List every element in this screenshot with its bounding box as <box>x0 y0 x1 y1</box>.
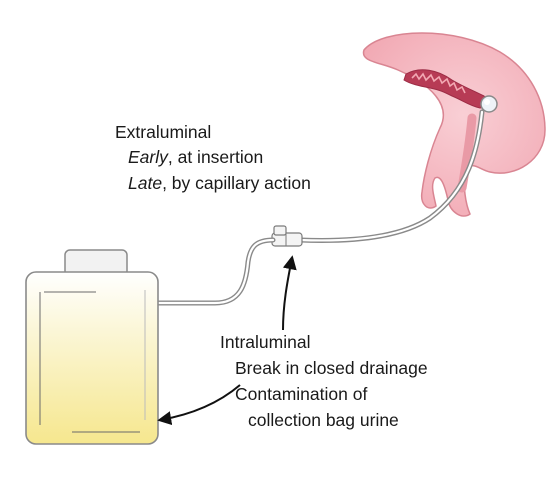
late-rest: , by capillary action <box>162 173 311 193</box>
catheter-tube <box>297 109 485 243</box>
drainage-tube <box>152 237 276 306</box>
extraluminal-late: Late, by capillary action <box>128 173 311 193</box>
bladder <box>362 32 546 217</box>
intraluminal-line2: Contamination of <box>235 384 368 404</box>
extraluminal-heading: Extraluminal <box>115 122 212 142</box>
extraluminal-early: Early, at insertion <box>128 147 264 167</box>
collection-bag <box>25 249 159 445</box>
intraluminal-arrow-to-connector <box>282 255 297 331</box>
tube-connector <box>271 225 303 247</box>
bladder-rugae <box>411 72 466 94</box>
bag-body <box>25 271 159 445</box>
late-term: Late <box>128 173 163 193</box>
intraluminal-heading: Intraluminal <box>220 332 311 352</box>
bladder-wall <box>362 32 546 217</box>
intraluminal-arrow-to-bag <box>157 384 241 426</box>
early-term: Early <box>128 147 168 167</box>
early-rest: , at insertion <box>167 147 264 167</box>
intraluminal-line3: collection bag urine <box>248 410 399 430</box>
intraluminal-line1: Break in closed drainage <box>235 358 428 378</box>
